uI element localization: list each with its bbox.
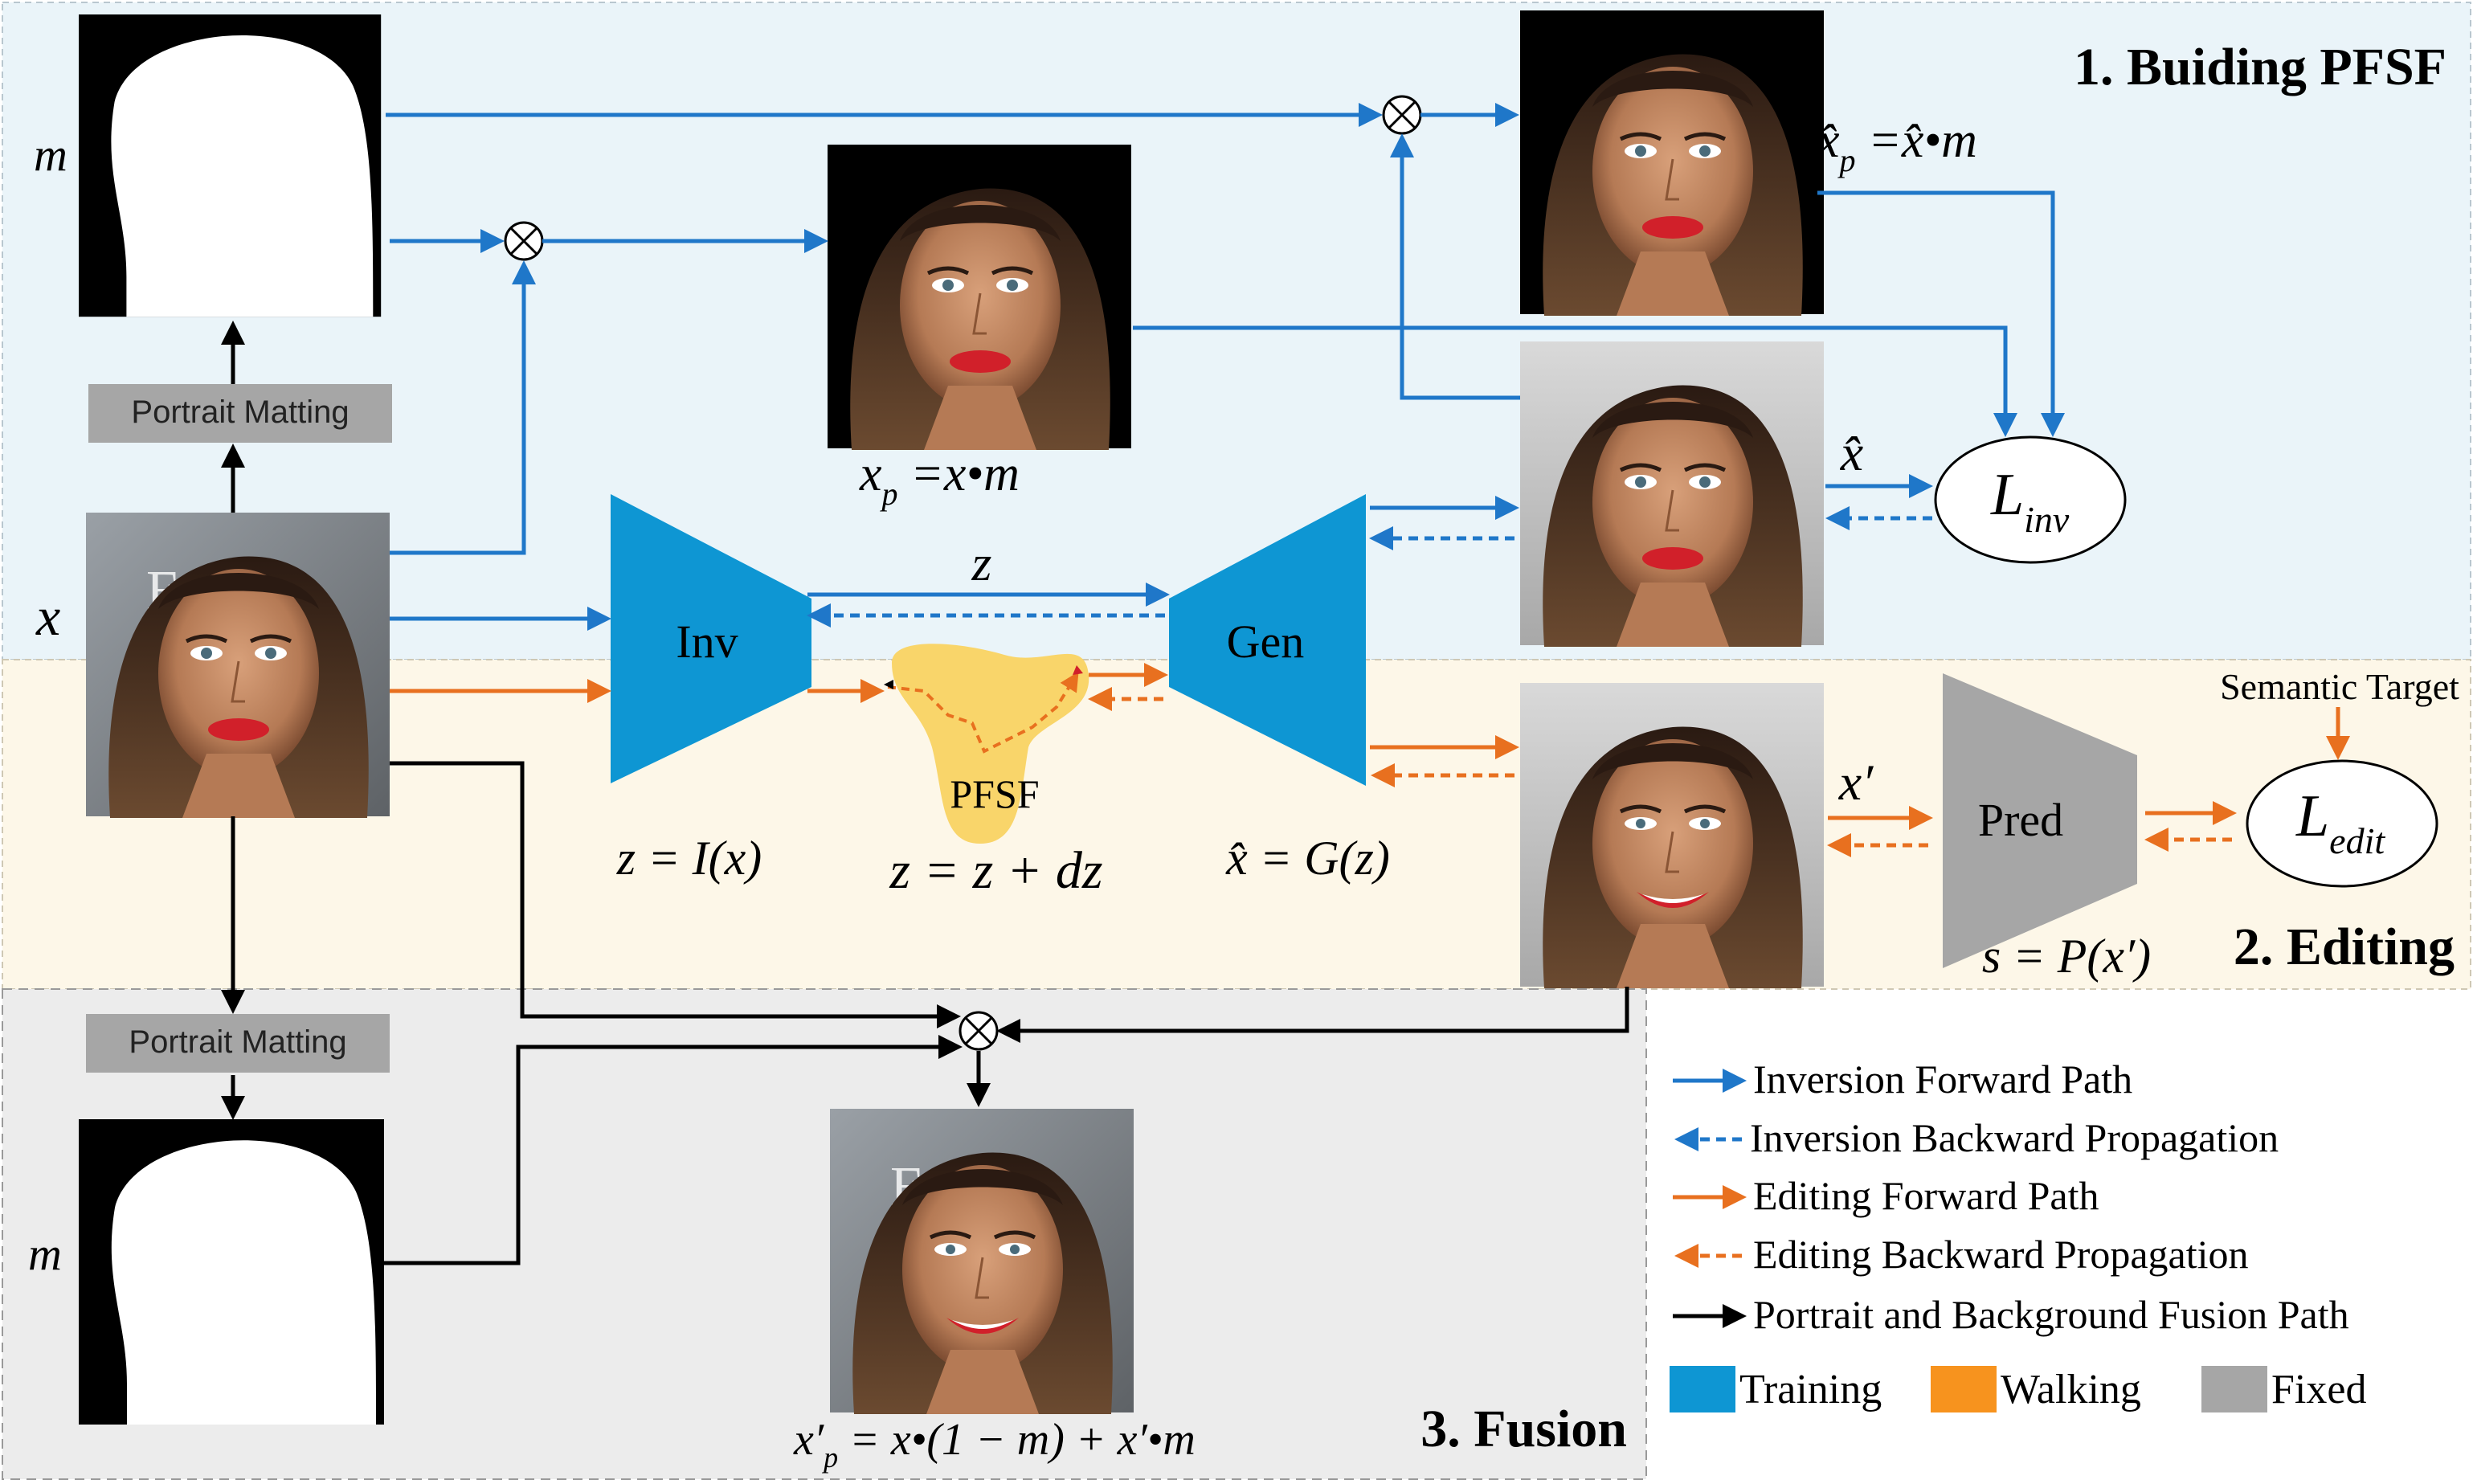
svg-text:PFSF: PFSF [950, 771, 1039, 816]
gen-module: Gen [1169, 494, 1366, 786]
inversion-loss-node: Linv [1934, 435, 2127, 564]
edited-portrait-x-prime [1520, 683, 1824, 988]
pfsf-latent-walk: PFSF [884, 644, 1089, 844]
legend: Inversion Forward Path Inversion Backwar… [1670, 1057, 2366, 1412]
legend-item-fusion-path: Portrait and Background Fusion Path [1673, 1292, 2349, 1337]
section-title-building-pfsf: 1. Buiding PFSF [2074, 38, 2446, 96]
editing-forward-arrows [390, 663, 2350, 830]
svg-text:Gen: Gen [1227, 615, 1305, 668]
svg-text:Linv: Linv [1990, 462, 2070, 540]
formula-z-walk: z = z + dz [889, 841, 1102, 900]
label-x-prime: x′ [1838, 754, 1874, 811]
svg-text:Pred: Pred [1978, 794, 2063, 846]
formula-s-pred: s = P(x′) [1982, 930, 2151, 983]
legend-item-inversion-forward: Inversion Forward Path [1673, 1057, 2132, 1102]
legend-swatch-walking: Walking [1931, 1366, 2141, 1412]
legend-item-editing-backward: Editing Backward Propagation [1674, 1232, 2249, 1277]
svg-text:Walking: Walking [2001, 1367, 2141, 1412]
svg-text:Editing Forward Path: Editing Forward Path [1753, 1173, 2099, 1218]
multiply-node-top [1382, 95, 1422, 135]
masked-portrait-xp [828, 145, 1131, 450]
pred-module: Pred [1943, 673, 2137, 968]
formula-xp: xp =x•m [859, 447, 1020, 512]
formula-xhat-p: x̂p =x̂•m [1817, 113, 1977, 178]
label-m-top: m [34, 129, 67, 181]
label-z: z [971, 534, 992, 591]
inv-module: Inv [611, 494, 811, 783]
fusion-path-arrows [221, 321, 1629, 1265]
label-m-bottom: m [28, 1228, 62, 1280]
input-portrait-x: E t [86, 513, 390, 818]
svg-text:Ledit: Ledit [2295, 783, 2385, 861]
inversion-backward-arrows [807, 506, 1932, 628]
legend-item-editing-forward: Editing Forward Path [1673, 1173, 2099, 1218]
section-title-editing: 2. Editing [2234, 918, 2455, 976]
multiply-node-fusion [959, 1011, 999, 1051]
formula-z-inversion: z = I(x) [616, 832, 762, 885]
label-x: x [35, 586, 60, 647]
svg-text:Inversion Backward Propagation: Inversion Backward Propagation [1750, 1115, 2279, 1160]
formula-fusion: x′p = x•(1 − m) + x′•m [793, 1415, 1196, 1474]
label-xhat: x̂ [1840, 424, 1863, 481]
legend-swatch-training: Training [1670, 1366, 1882, 1412]
editing-backward-arrows [1088, 687, 2232, 857]
svg-text:Inv: Inv [676, 615, 738, 668]
legend-item-inversion-backward: Inversion Backward Propagation [1674, 1115, 2279, 1160]
svg-text:Portrait Matting: Portrait Matting [129, 1024, 346, 1060]
svg-text:Fixed: Fixed [2271, 1367, 2366, 1412]
reconstruction-xhat [1520, 341, 1824, 647]
svg-text:Portrait Matting: Portrait Matting [131, 395, 349, 430]
inversion-forward-arrows [386, 103, 2065, 631]
svg-text:Portrait and Background Fusion: Portrait and Background Fusion Path [1753, 1292, 2349, 1337]
masked-reconstruction-xhat-p [1520, 10, 1824, 316]
portrait-matting-box-top: Portrait Matting [88, 384, 392, 443]
editing-loss-node: Ledit [2246, 759, 2438, 888]
section-title-fusion: 3. Fusion [1420, 1400, 1627, 1458]
portrait-matting-box-bottom: Portrait Matting [86, 1014, 390, 1073]
label-semantic-target: Semantic Target [2220, 666, 2459, 707]
mask-image-top [79, 14, 382, 317]
fused-result-xp-prime: E t [830, 1109, 1134, 1414]
legend-swatch-fixed: Fixed [2201, 1366, 2366, 1412]
svg-text:Training: Training [1739, 1367, 1882, 1412]
formula-xhat-gen: x̂ = G(z) [1225, 832, 1390, 885]
svg-text:Inversion Forward Path: Inversion Forward Path [1753, 1057, 2132, 1102]
multiply-node-mask-x [504, 221, 544, 261]
svg-text:Editing Backward Propagation: Editing Backward Propagation [1753, 1232, 2249, 1277]
mask-image-bottom [79, 1119, 384, 1425]
